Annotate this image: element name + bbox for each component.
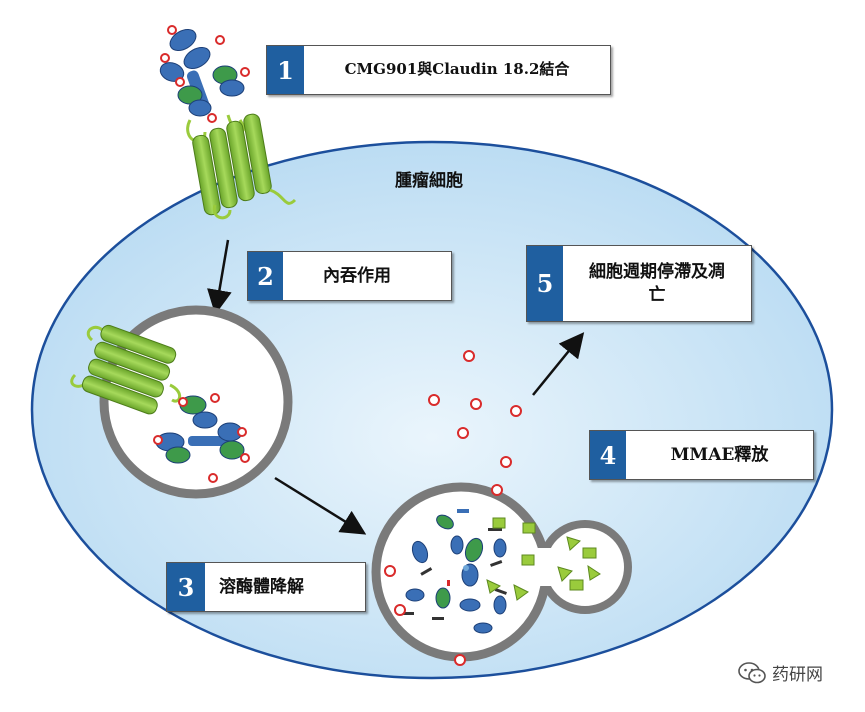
degradation-fragments-icon: [402, 509, 601, 634]
lysosome: [371, 482, 632, 662]
step-5-box: 5 細胞週期停滯及凋亡: [526, 245, 752, 322]
step-5-number: 5: [527, 246, 563, 321]
step-4-label: MMAE釋放: [670, 444, 769, 465]
arrow-endocytosis: [207, 239, 232, 315]
internalized-receptor-icon: [70, 324, 182, 415]
step-5-label: 細胞週期停滯及凋亡: [589, 262, 725, 305]
step-2-box: 2 內吞作用: [247, 251, 452, 301]
watermark: 药研网: [738, 660, 823, 685]
wechat-icon: [738, 661, 766, 683]
receptor-membrane-icon: [186, 113, 297, 220]
step-3-number: 3: [167, 563, 205, 611]
step-4-box: 4 MMAE釋放: [589, 430, 814, 480]
step-2-label: 內吞作用: [323, 265, 391, 286]
released-mmae-icon: [384, 350, 522, 666]
internalized-antibody-icon: [153, 393, 250, 483]
arrow-to-lysosome: [274, 476, 367, 535]
antibody-drug-conjugate-icon: [159, 25, 250, 123]
step-1-number: 1: [267, 46, 304, 94]
arrow-to-apoptosis: [532, 332, 585, 396]
step-1-box: 1 CMG901與Claudin 18.2結合: [266, 45, 611, 95]
step-3-label: 溶酶體降解: [219, 576, 304, 597]
watermark-text: 药研网: [772, 665, 823, 685]
step-4-number: 4: [590, 431, 626, 479]
step-1-label: CMG901與Claudin 18.2結合: [344, 60, 570, 79]
step-2-number: 2: [248, 252, 283, 300]
tumor-cell-label: 腫瘤細胞: [395, 171, 463, 191]
step-3-box: 3 溶酶體降解: [166, 562, 366, 612]
